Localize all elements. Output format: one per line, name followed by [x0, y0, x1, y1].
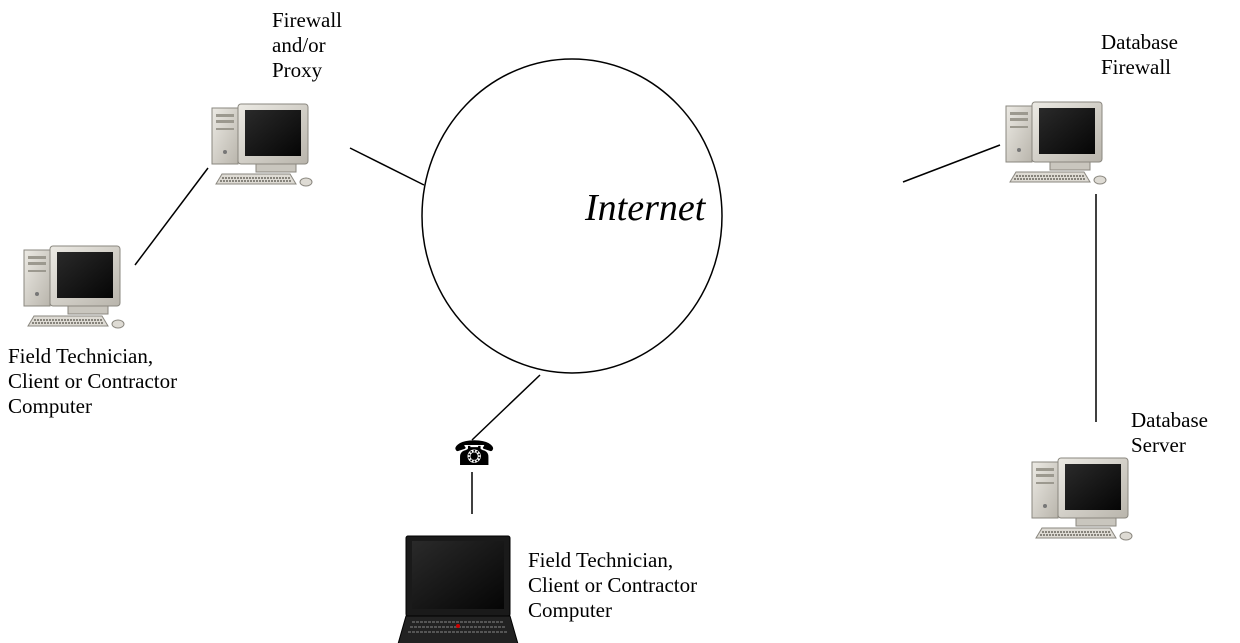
link-internet-phone: [471, 374, 541, 441]
link-internet-dbfirewall: [902, 144, 1001, 183]
field-desktop-label: Field Technician, Client or Contractor C…: [8, 344, 178, 418]
link-firewall-internet: [349, 147, 425, 186]
firewall-proxy-computer-icon: [211, 103, 313, 187]
database-server-computer-icon: [1031, 457, 1133, 541]
internet-label: Internet: [585, 187, 706, 229]
internet-cloud: [421, 58, 723, 374]
field-laptop-icon: [397, 535, 519, 643]
database-server-label: Database Server: [1131, 408, 1208, 457]
database-firewall-computer-icon: [1005, 101, 1107, 185]
link-firewall-field-desktop: [134, 167, 209, 266]
firewall-proxy-label: Firewall and/or Proxy: [272, 8, 342, 82]
field-laptop-label: Field Technician, Client or Contractor C…: [528, 548, 698, 622]
telephone-icon: ☎: [453, 434, 496, 474]
database-firewall-label: Database Firewall: [1101, 30, 1178, 79]
field-desktop-computer-icon: [23, 245, 125, 329]
